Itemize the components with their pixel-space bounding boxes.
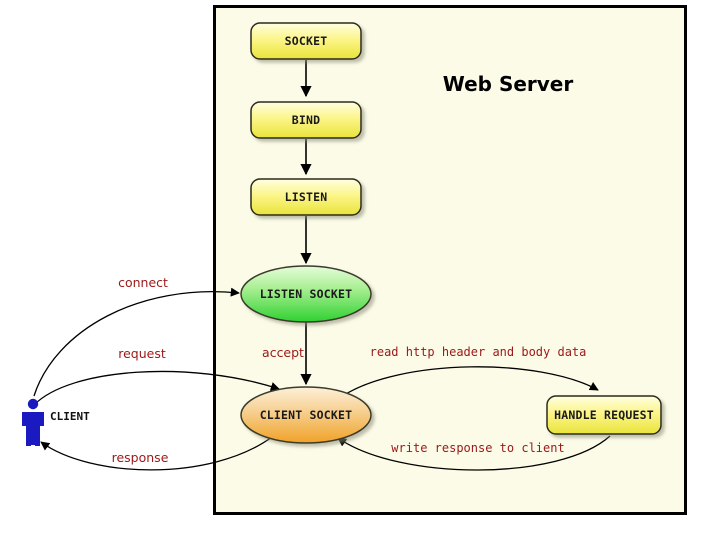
edge-label-write-response: write response to client bbox=[391, 441, 564, 455]
client-person-icon-head bbox=[27, 398, 39, 410]
client-label: CLIENT bbox=[50, 410, 90, 423]
node-bind[interactable]: BIND bbox=[250, 101, 362, 139]
edge-label-accept: accept bbox=[262, 345, 304, 360]
node-socket[interactable]: SOCKET bbox=[250, 22, 362, 60]
node-bind-label: BIND bbox=[292, 113, 321, 127]
node-socket-label: SOCKET bbox=[285, 34, 328, 48]
node-socket-shape bbox=[250, 22, 362, 60]
node-listen-label: LISTEN bbox=[285, 190, 328, 204]
node-listen-socket-label: LISTEN SOCKET bbox=[260, 287, 353, 301]
edge-read-request bbox=[340, 366, 599, 398]
node-handle-request-shape bbox=[546, 395, 662, 435]
node-listen[interactable]: LISTEN bbox=[250, 178, 362, 216]
edge-response bbox=[40, 436, 273, 471]
edge-label-response: response bbox=[112, 450, 169, 465]
client-person-icon-body bbox=[22, 412, 44, 445]
edge-label-request: request bbox=[118, 346, 166, 361]
edge-label-read-request: read http header and body data bbox=[370, 345, 587, 359]
edge-connect bbox=[33, 287, 240, 397]
node-listen-shape bbox=[250, 178, 362, 216]
page-title: Web Server bbox=[443, 72, 574, 96]
node-handle-request[interactable]: HANDLE REQUEST bbox=[546, 395, 662, 435]
node-handle-request-label: HANDLE REQUEST bbox=[554, 408, 654, 422]
node-client-socket-shape bbox=[240, 386, 372, 444]
client-person-icon-leg-left bbox=[26, 426, 31, 446]
node-client-socket-label: CLIENT SOCKET bbox=[260, 408, 353, 422]
edge-request bbox=[33, 370, 280, 406]
node-listen-socket[interactable]: LISTEN SOCKET bbox=[240, 265, 372, 323]
node-bind-shape bbox=[250, 101, 362, 139]
client-actor[interactable]: CLIENT bbox=[22, 398, 90, 446]
client-person-icon-leg-right bbox=[35, 426, 40, 446]
edge-label-connect: connect bbox=[118, 275, 168, 290]
edge-write-response bbox=[337, 435, 611, 471]
node-listen-socket-shape bbox=[240, 265, 372, 323]
node-client-socket[interactable]: CLIENT SOCKET bbox=[240, 386, 372, 444]
